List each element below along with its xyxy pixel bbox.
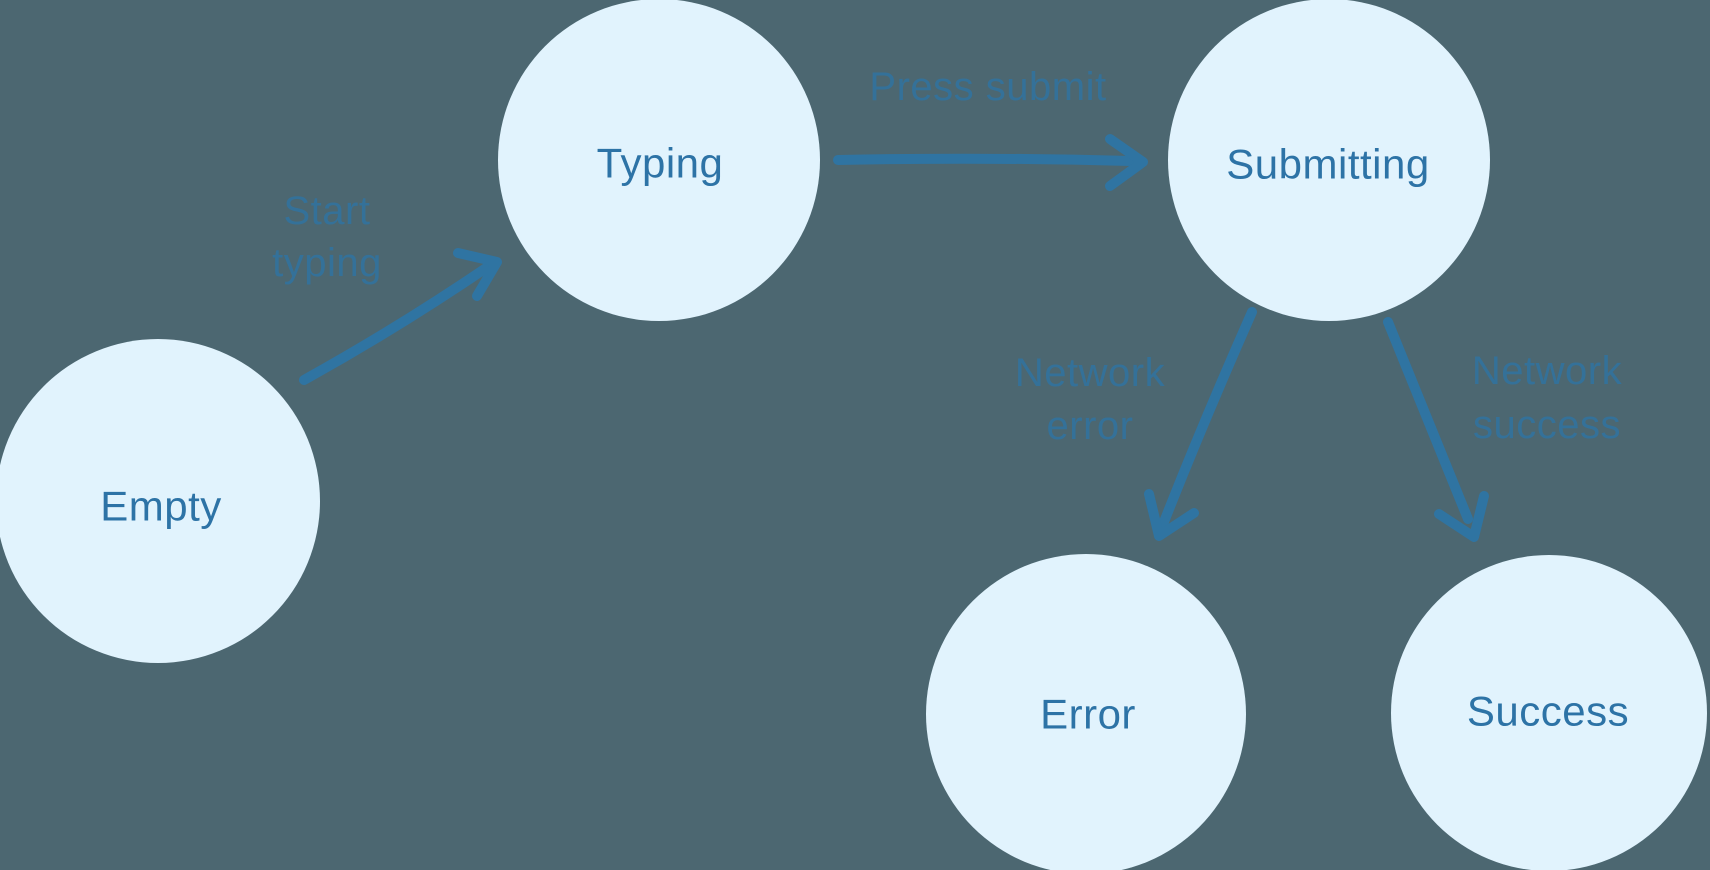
state-label: Typing bbox=[597, 140, 724, 187]
arrow-head-icon bbox=[1105, 134, 1148, 191]
state-circle bbox=[498, 0, 820, 321]
arrow-line bbox=[299, 259, 497, 385]
arrow-head-icon bbox=[453, 248, 502, 301]
state-label: Empty bbox=[100, 483, 222, 530]
state-node-error: Error bbox=[926, 554, 1246, 870]
transition-label-line: typing bbox=[272, 241, 382, 285]
transition-submitting-success: Network success bbox=[1383, 317, 1623, 542]
state-node-typing: Typing bbox=[498, 0, 820, 321]
state-circle bbox=[1168, 0, 1490, 321]
transition-empty-typing: Start typing bbox=[272, 189, 502, 385]
transition-label-line: error bbox=[1047, 404, 1134, 448]
arrow-head-icon bbox=[1434, 491, 1489, 542]
arrow-head-icon bbox=[1144, 489, 1199, 541]
arrow-line bbox=[1157, 307, 1257, 532]
transition-label-line: success bbox=[1473, 403, 1621, 447]
transition-submitting-error: Network error bbox=[1015, 307, 1257, 541]
state-label-circle bbox=[1391, 555, 1707, 870]
state-label: Success bbox=[1467, 688, 1629, 735]
state-node-success: Success bbox=[1391, 555, 1707, 870]
state-label: Submitting bbox=[1226, 141, 1429, 188]
state-label: Error bbox=[1040, 691, 1136, 738]
transition-typing-submitting: Press submit bbox=[833, 65, 1148, 191]
arrow-line bbox=[833, 153, 1136, 166]
state-node-empty: Empty bbox=[0, 339, 320, 663]
state-node-submitting: Submitting bbox=[1168, 0, 1490, 321]
transition-label-line: Press submit bbox=[869, 65, 1106, 109]
state-circle bbox=[0, 339, 320, 663]
transition-label-line: Network bbox=[1015, 351, 1166, 395]
transition-label-line: Start bbox=[284, 189, 371, 233]
transition-label-line: Network bbox=[1472, 349, 1623, 393]
arrow-line bbox=[1383, 317, 1473, 524]
state-circle bbox=[926, 554, 1246, 870]
